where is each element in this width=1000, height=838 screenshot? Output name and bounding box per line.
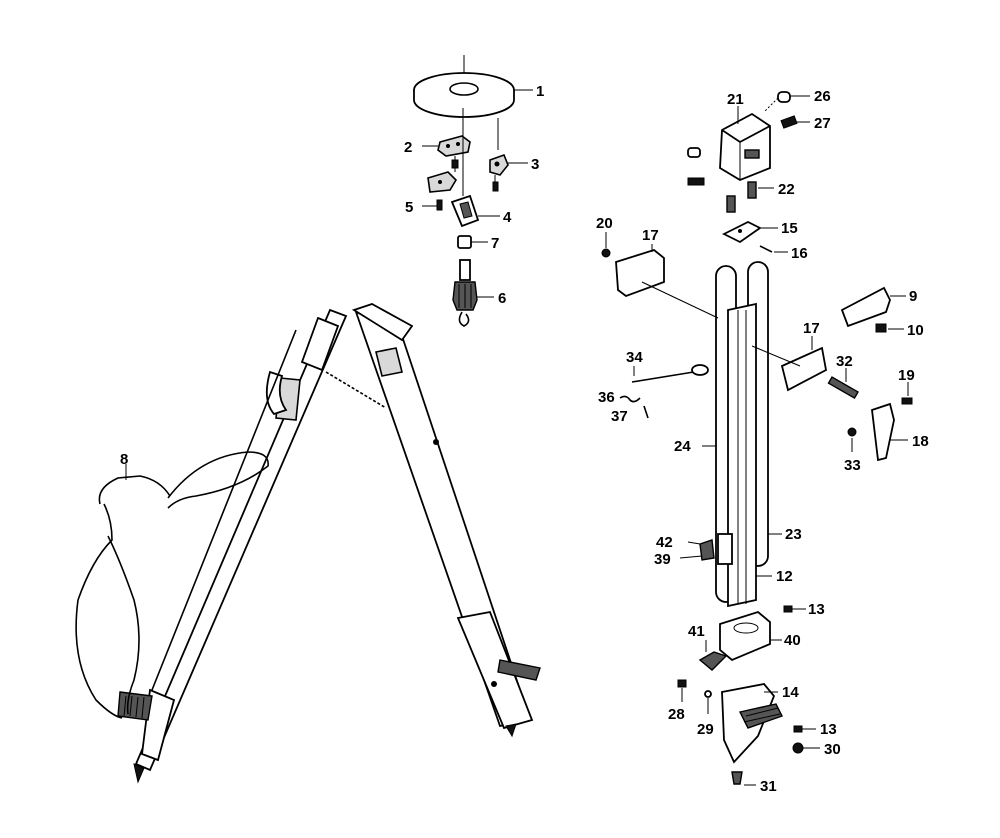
- label-part-36: 36: [598, 389, 615, 406]
- carry-strap-8: [75, 451, 269, 719]
- label-part-14: 14: [782, 684, 799, 701]
- label-part-17-a: 17: [642, 227, 659, 244]
- label-part-13-a: 13: [808, 601, 825, 618]
- label-part-6: 6: [498, 290, 506, 307]
- bracket-9: [840, 286, 906, 328]
- lever-18: [871, 402, 908, 462]
- label-part-12: 12: [776, 568, 793, 585]
- label-part-9: 9: [909, 288, 917, 305]
- tip-31: [731, 771, 756, 786]
- foot-14: [721, 683, 820, 764]
- clip-22: [726, 181, 774, 213]
- label-part-3: 3: [531, 156, 539, 173]
- label-part-5: 5: [405, 199, 413, 216]
- leg-tubes-24-23: [702, 261, 782, 608]
- label-part-19: 19: [898, 367, 915, 384]
- label-part-41: 41: [688, 623, 705, 640]
- label-part-21: 21: [727, 91, 744, 108]
- clamp-piece-left: [422, 171, 458, 211]
- label-part-33: 33: [844, 457, 861, 474]
- label-part-15: 15: [781, 220, 798, 237]
- label-part-30: 30: [824, 741, 841, 758]
- label-part-17-b: 17: [803, 320, 820, 337]
- label-part-23: 23: [785, 526, 802, 543]
- label-part-10: 10: [907, 322, 924, 339]
- label-part-34: 34: [626, 349, 643, 366]
- clamp-piece-3: [489, 153, 528, 192]
- top-cap-21: [719, 106, 771, 182]
- label-part-20: 20: [596, 215, 613, 232]
- label-part-28: 28: [668, 706, 685, 723]
- screw-16: [759, 245, 788, 253]
- plate-17-left: [615, 244, 719, 319]
- pin-26: [763, 91, 810, 113]
- label-part-39: 39: [654, 551, 671, 568]
- label-part-31: 31: [760, 778, 777, 795]
- label-part-24: 24: [674, 438, 691, 455]
- screw-10: [875, 323, 904, 333]
- label-part-32: 32: [836, 353, 853, 370]
- label-part-1: 1: [536, 83, 544, 100]
- cap-screws: [687, 147, 705, 186]
- label-part-13-b: 13: [820, 721, 837, 738]
- label-part-2: 2: [404, 139, 412, 156]
- label-part-26: 26: [814, 88, 831, 105]
- screw-19: [901, 382, 913, 405]
- pin-37: [643, 405, 649, 419]
- label-part-8: 8: [120, 451, 128, 468]
- tripod-right-leg: [351, 303, 541, 738]
- spring-36: [619, 395, 641, 403]
- lever-41: [698, 640, 728, 671]
- clamp-piece-2: [422, 135, 471, 172]
- clip-42: [679, 533, 733, 565]
- label-part-40: 40: [784, 632, 801, 649]
- label-part-29: 29: [697, 721, 714, 738]
- label-part-27: 27: [814, 115, 831, 132]
- screw-27: [780, 115, 810, 129]
- bushing-7: [457, 235, 488, 249]
- label-part-22: 22: [778, 181, 795, 198]
- nut-20: [601, 232, 611, 258]
- label-part-7: 7: [491, 235, 499, 252]
- slot-plate-4: [450, 108, 500, 228]
- rod-32: [827, 368, 859, 400]
- washer-29: [704, 690, 712, 714]
- tripod-left-leg: [117, 308, 348, 784]
- bracket-15: [721, 220, 778, 244]
- label-part-16: 16: [791, 245, 808, 262]
- rod-34: [631, 364, 709, 383]
- foot-clamp-40: [719, 605, 806, 662]
- washer-33: [847, 427, 857, 452]
- screw-28: [677, 679, 687, 702]
- knob-6: [452, 259, 494, 327]
- label-part-42: 42: [656, 534, 673, 551]
- head-plate: [413, 55, 533, 118]
- label-part-18: 18: [912, 433, 929, 450]
- label-part-4: 4: [503, 209, 512, 226]
- tripod-chain: [325, 371, 387, 409]
- plate-17-right: [751, 336, 828, 392]
- label-part-37: 37: [611, 408, 628, 425]
